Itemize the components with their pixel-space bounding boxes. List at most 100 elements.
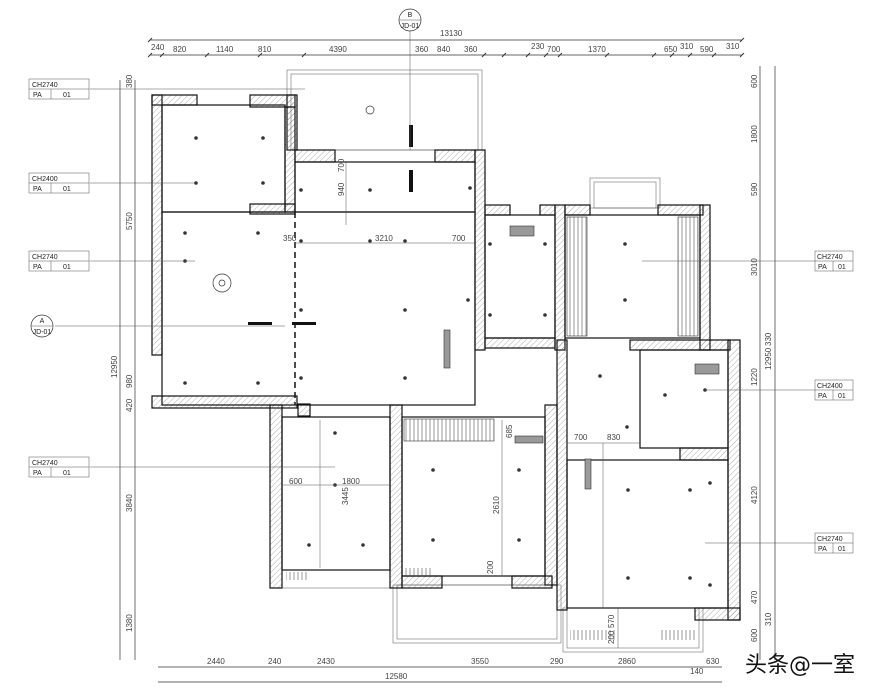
dim-label: 810 (258, 45, 272, 54)
dim-label: 830 (607, 433, 621, 442)
downlight-icon (517, 468, 521, 472)
material-number: 01 (838, 393, 846, 400)
dim-label: 310 (726, 42, 740, 51)
downlight-icon (626, 488, 630, 492)
section-marker-b: B JD-01 (398, 8, 422, 32)
dimension-tick (257, 52, 263, 58)
ceiling-height: CH2740 (817, 254, 843, 261)
downlight-icon (543, 313, 547, 317)
ceiling-tag: CH2740 PA 01 (814, 250, 854, 272)
dimension-tick (604, 52, 610, 58)
ceiling-tag: CH2400 PA 01 (28, 172, 90, 194)
downlight-icon (256, 231, 260, 235)
downlight-icon (488, 313, 492, 317)
dim-label: 3445 (341, 487, 350, 505)
dimension-tick (711, 52, 717, 58)
dim-label: 360 (415, 45, 429, 54)
dim-label: 330 (764, 332, 773, 346)
dim-label: 290 (550, 657, 564, 666)
dimension-tick (687, 52, 693, 58)
dim-label: 200 (486, 560, 495, 574)
downlight-icon (543, 242, 547, 246)
dim-label: 5750 (125, 212, 134, 230)
dim-label: 3210 (375, 234, 393, 243)
downlight-icon (183, 231, 187, 235)
downlight-icon (333, 431, 337, 435)
material-number: 01 (63, 186, 71, 193)
interior-dimensions: 700 940 350 3210 700 600 1800 3445 685 2… (282, 158, 640, 648)
downlight-icon (261, 136, 265, 140)
dim-label: 940 (337, 182, 346, 196)
ceiling-tag: CH2400 PA 01 (814, 379, 854, 401)
dim-label: 1370 (588, 45, 606, 54)
dim-label: 650 (664, 45, 678, 54)
downlight-icon (488, 242, 492, 246)
downlight-icon (431, 538, 435, 542)
downlight-icon (361, 543, 365, 547)
watermark: 头条@一室 (745, 653, 855, 678)
dim-label: 700 (452, 234, 466, 243)
dimension-lines (119, 39, 776, 683)
dim-label: 2440 (207, 657, 225, 666)
downlight-icon (368, 239, 372, 243)
ceiling-height: CH2740 (817, 536, 843, 543)
dimension-tick (543, 52, 549, 58)
wardrobes (286, 216, 699, 640)
chandelier-icon (212, 273, 232, 293)
dim-label: 1800 (750, 125, 759, 143)
downlight-icon (403, 239, 407, 243)
downlight-icon (466, 298, 470, 302)
dim-label: 630 (706, 657, 720, 666)
material-number: 01 (63, 92, 71, 99)
downlight-icon (194, 181, 198, 185)
walls (151, 94, 741, 621)
ceiling-tag: CH2740 PA 01 (814, 532, 854, 554)
dimension-tick (739, 37, 745, 43)
downlight-icon (598, 374, 602, 378)
downlight-icon (626, 576, 630, 580)
dim-label: 360 (464, 45, 478, 54)
downlight-icon (403, 308, 407, 312)
downlight-icon (194, 136, 198, 140)
downlight-icon (625, 425, 629, 429)
top-balcony (286, 69, 483, 151)
downlight-icon (623, 242, 627, 246)
ceiling-tag: CH2740 PA 01 (28, 250, 90, 272)
material-code: PA (818, 546, 827, 553)
downlights (183, 136, 712, 587)
ceiling-tags: CH2740 PA 01 CH2400 PA 01 CH2740 PA 01 C… (28, 78, 854, 554)
dimension-tick (204, 52, 210, 58)
dim-label: 240 (268, 657, 282, 666)
dim-label: 590 (700, 45, 714, 54)
ceiling-tag: CH2740 PA 01 (28, 456, 90, 478)
section-ref: JD-01 (33, 329, 52, 336)
dim-total: 12950 (764, 347, 773, 370)
dimension-tick (147, 52, 153, 58)
ceiling-height: CH2740 (32, 460, 58, 467)
dimension-tick (669, 52, 675, 58)
dim-label: 2610 (492, 496, 501, 514)
dimension-tick (557, 52, 563, 58)
downlight-icon (261, 181, 265, 185)
dim-label: 2430 (317, 657, 335, 666)
material-number: 01 (838, 546, 846, 553)
bottom-dimensions: 2440 240 2430 3550 290 2860 630 12580 14… (207, 657, 720, 681)
dim-label: 310 (764, 612, 773, 626)
downlight-icon (299, 239, 303, 243)
dim-label: 600 (750, 74, 759, 88)
room-outlines (161, 104, 729, 609)
dimension-tick (739, 52, 745, 58)
dim-label: 420 (125, 398, 134, 412)
ceiling-tag: CH2740 PA 01 (28, 78, 90, 100)
downlight-icon (256, 381, 260, 385)
downlight-icon (708, 583, 712, 587)
dim-label: 200 (607, 630, 616, 644)
material-code: PA (33, 92, 42, 99)
ceiling-height: CH2400 (817, 383, 843, 390)
dim-label: 240 (151, 43, 165, 52)
dim-label: 2860 (618, 657, 636, 666)
dim-label: 4120 (750, 486, 759, 504)
ceiling-height: CH2400 (32, 176, 58, 183)
downlight-icon (299, 188, 303, 192)
downlight-icon (368, 188, 372, 192)
